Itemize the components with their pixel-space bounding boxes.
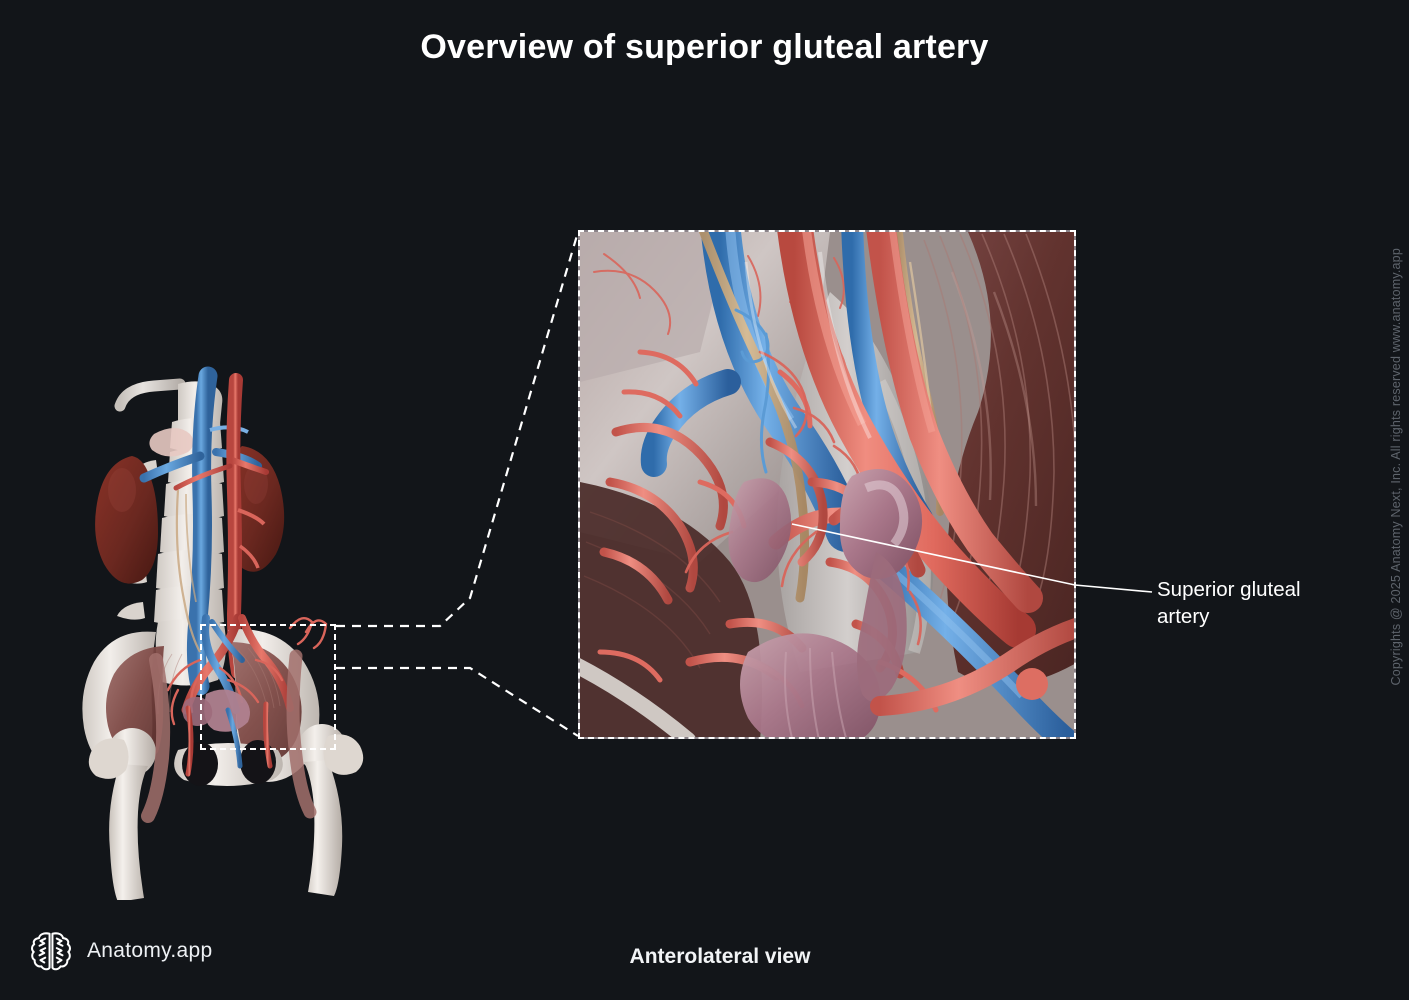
superior-gluteal-artery-render bbox=[580, 232, 1074, 737]
brand-logo-text: Anatomy.app bbox=[87, 939, 213, 962]
overview-figure bbox=[60, 360, 460, 900]
page-title: Overview of superior gluteal artery bbox=[420, 28, 989, 66]
copyright-notice: Copyrights @ 2025 Anatomy Next, Inc. All… bbox=[1389, 248, 1403, 686]
view-caption: Anterolateral view bbox=[629, 945, 811, 968]
brand-logo[interactable]: Anatomy.app bbox=[28, 928, 213, 974]
zoom-detail-image bbox=[580, 232, 1074, 737]
overview-anatomy-render bbox=[82, 366, 364, 900]
callout-label-superior-gluteal-artery: Superior gluteal artery bbox=[1157, 576, 1357, 631]
callout-label-line-1: Superior gluteal bbox=[1157, 578, 1301, 601]
brain-icon bbox=[31, 932, 71, 971]
callout-label-line-2: artery bbox=[1157, 605, 1210, 629]
zoom-selection-rectangle[interactable] bbox=[200, 624, 336, 750]
zoom-detail-panel bbox=[578, 230, 1076, 739]
